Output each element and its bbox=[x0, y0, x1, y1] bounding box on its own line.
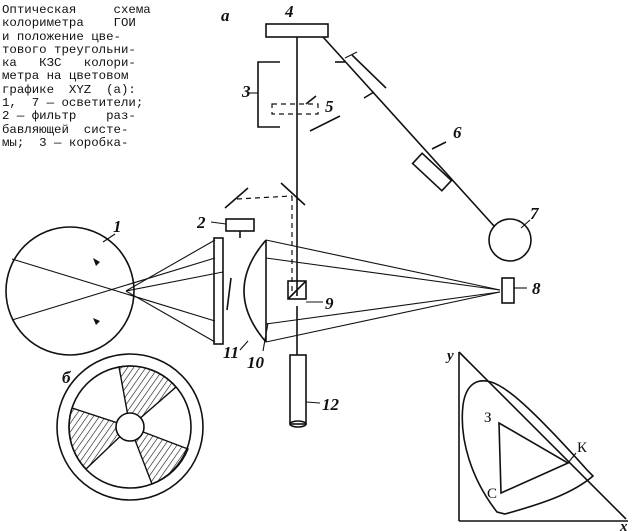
filter-2-block bbox=[224, 182, 306, 296]
illuminator-1 bbox=[5, 226, 135, 356]
spectrum-locus bbox=[461, 380, 595, 515]
vertex-k-label: К bbox=[577, 440, 588, 456]
prism-9 bbox=[287, 280, 307, 300]
color-triangle-graph: y x З К С bbox=[445, 348, 628, 531]
filter-6 bbox=[411, 141, 453, 192]
vertex-z-label: З bbox=[484, 410, 492, 426]
tube-12 bbox=[289, 354, 307, 428]
plate-4 bbox=[265, 23, 329, 38]
label-10: 10 bbox=[247, 353, 265, 372]
ray-lines bbox=[11, 239, 501, 343]
unit-triangle-hypotenuse bbox=[458, 351, 627, 520]
eyepiece-8 bbox=[501, 277, 515, 304]
axis-y-label: y bbox=[445, 348, 454, 364]
leader-lines bbox=[102, 92, 531, 404]
label-11: 11 bbox=[223, 343, 239, 362]
label-6: 6 bbox=[453, 123, 462, 142]
arrow-icon bbox=[93, 258, 100, 266]
caption-line: бавляющей систе- bbox=[2, 122, 129, 137]
label-3: 3 bbox=[241, 82, 251, 101]
caption-line: ка КЗС колори- bbox=[2, 56, 136, 71]
vertex-c-label: С bbox=[487, 486, 497, 502]
caption-line: 2 — фильтр раз- bbox=[2, 109, 136, 124]
kzs-triangle bbox=[498, 421, 570, 495]
caption-line: метра на цветовом bbox=[2, 69, 129, 84]
label-12: 12 bbox=[322, 395, 340, 414]
caption-line: и положение цве- bbox=[2, 29, 121, 44]
label-2: 2 bbox=[196, 213, 206, 232]
caption-line: Оптическая схема bbox=[2, 3, 151, 17]
label-4: 4 bbox=[284, 2, 294, 21]
label-5: 5 bbox=[325, 97, 334, 116]
caption-line: мы; 3 — коробка- bbox=[2, 135, 129, 150]
caption-line: тового треугольни- bbox=[2, 42, 136, 57]
label-1: 1 bbox=[113, 217, 122, 236]
caption-line: графике XYZ (а): bbox=[2, 82, 136, 97]
box-3 bbox=[257, 61, 345, 132]
axis-x-label: x bbox=[619, 519, 628, 531]
illuminator-7 bbox=[488, 218, 532, 262]
filter-5 bbox=[271, 95, 319, 115]
label-b: б bbox=[62, 368, 72, 387]
label-9: 9 bbox=[325, 294, 334, 313]
side-beam bbox=[322, 36, 495, 227]
arrow-icon bbox=[93, 318, 100, 325]
caption-line: колориметра ГОИ bbox=[2, 16, 136, 31]
lens-10 bbox=[243, 239, 267, 343]
figure-caption: Оптическая схема колориметра ГОИ и полож… bbox=[2, 3, 216, 150]
caption-line: 1, 7 — осветители; bbox=[2, 96, 144, 111]
label-a: а bbox=[221, 6, 230, 25]
label-8: 8 bbox=[532, 279, 541, 298]
rotating-disc: б bbox=[56, 353, 204, 501]
filter-11 bbox=[213, 237, 232, 345]
label-7: 7 bbox=[530, 204, 540, 223]
